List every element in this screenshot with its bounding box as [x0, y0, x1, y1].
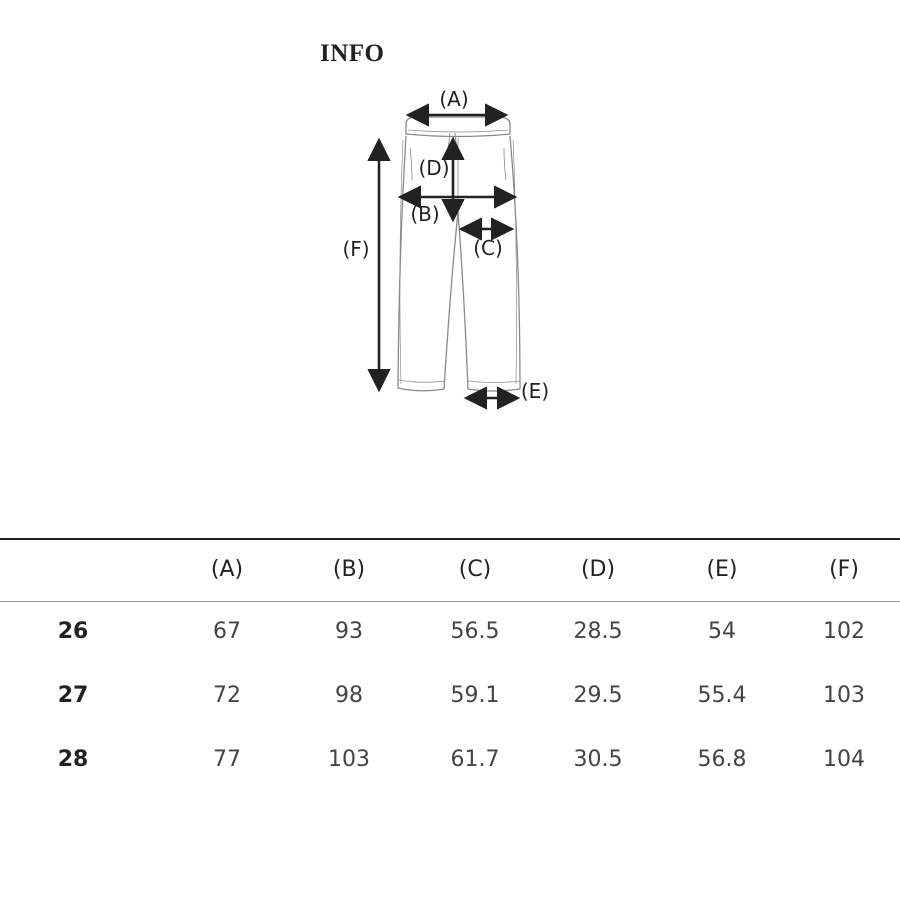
header-a: (A)	[210, 557, 244, 582]
cell-e: 56.8	[697, 747, 747, 772]
cell-c: 61.7	[450, 747, 500, 772]
row-size: 26	[57, 619, 89, 644]
cell-a: 72	[213, 683, 241, 708]
cell-c: 59.1	[450, 683, 500, 708]
label-b: (B)	[410, 202, 439, 226]
cell-d: 28.5	[573, 619, 623, 644]
cell-d: 29.5	[573, 683, 623, 708]
label-d: (D)	[418, 156, 449, 180]
header-b: (B)	[332, 557, 366, 582]
header-e: (E)	[706, 557, 738, 582]
header-f: (F)	[829, 557, 859, 582]
cell-a: 67	[213, 619, 241, 644]
cell-d: 30.5	[573, 747, 623, 772]
cell-f: 103	[823, 683, 865, 708]
header-c: (C)	[458, 557, 492, 582]
cell-f: 102	[823, 619, 865, 644]
size-diagram: (A) (D) (B) (C) (F) (E)	[342, 87, 549, 410]
cell-f: 104	[823, 747, 865, 772]
header-d: (D)	[580, 557, 616, 582]
cell-b: 103	[328, 747, 370, 772]
label-c: (C)	[473, 236, 503, 260]
table-top-rule	[0, 538, 900, 540]
page-title: INFO	[320, 40, 385, 67]
cell-e: 54	[708, 619, 736, 644]
cell-c: 56.5	[450, 619, 500, 644]
label-e: (E)	[521, 379, 549, 403]
cell-b: 98	[335, 683, 363, 708]
cell-b: 93	[335, 619, 363, 644]
table-header-rule	[0, 601, 900, 602]
cell-a: 77	[213, 747, 241, 772]
label-a: (A)	[439, 87, 468, 111]
row-size: 28	[57, 747, 89, 772]
cell-e: 55.4	[697, 683, 747, 708]
label-f: (F)	[342, 237, 369, 261]
row-size: 27	[57, 683, 89, 708]
